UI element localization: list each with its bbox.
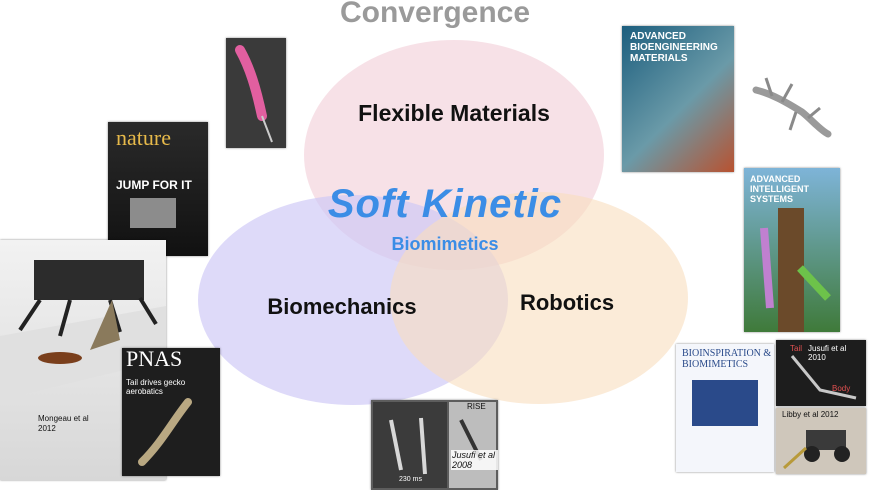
jusufi-2008-photo: RISE 230 ms Jusufi et al 2008	[371, 400, 498, 490]
nature-logo: nature	[116, 125, 171, 150]
jusufi-2008-caption: Jusufi et al 2008	[451, 450, 498, 470]
body-caption: Body	[832, 384, 851, 393]
gecko-robot-icon	[752, 72, 832, 138]
gecko-sequence-icon	[373, 402, 496, 488]
soft-robot-photo	[226, 38, 286, 148]
jusufi-2010-photo: Jusufi et al 2010 Tail Body	[776, 340, 866, 406]
tail-robot-icon	[790, 355, 857, 400]
advanced-intelligent-systems-cover: ADVANCED INTELLIGENT SYSTEMS	[744, 168, 840, 332]
libby-2012-photo: Libby et al 2012	[776, 408, 866, 474]
time-caption: 230 ms	[399, 476, 422, 483]
center-subtitle: Biomimetics	[391, 234, 499, 254]
flexible-materials-label: Flexible Materials	[358, 100, 550, 126]
robotics-label: Robotics	[519, 290, 615, 315]
rise-caption: RISE	[467, 402, 486, 411]
tailed-car-icon	[782, 430, 850, 470]
biomechanics-label: Biomechanics	[267, 294, 417, 319]
advanced-materials-cover: ADVANCED BIOENGINEERING MATERIALS	[622, 26, 734, 172]
robotics-circle	[390, 192, 688, 404]
soft-robot-icon	[235, 45, 273, 143]
jusufi-2010-caption: Jusufi et al 2010	[808, 344, 847, 362]
tree-gecko-icon	[760, 208, 831, 332]
abm-title: ADVANCED BIOENGINEERING MATERIALS	[630, 31, 718, 64]
legged-robot-icon	[0, 260, 166, 400]
gecko-icon	[138, 398, 192, 466]
nature-headline: JUMP FOR IT	[116, 178, 192, 192]
pnas-cover: PNAS Tail drives gecko aerobatics	[122, 348, 220, 476]
nature-box-image	[130, 198, 176, 228]
bioinspiration-biomimetics-cover: BIOINSPIRATION & BIOMIMETICS	[676, 344, 774, 472]
libby-2012-caption: Libby et al 2012	[782, 410, 839, 419]
nature-cover: nature JUMP FOR IT	[108, 122, 208, 256]
tail-caption: Tail	[790, 344, 803, 353]
mongeau-caption: Mongeau et al 2012	[38, 414, 89, 433]
diagram-title: Convergence	[339, 0, 531, 29]
center-title: Soft Kinetic	[327, 182, 563, 226]
ais-title: ADVANCED INTELLIGENT SYSTEMS	[750, 174, 809, 204]
pnas-headline: Tail drives gecko aerobatics	[126, 378, 186, 396]
pnas-logo: PNAS	[126, 348, 183, 371]
bnb-title: BIOINSPIRATION & BIOMIMETICS	[682, 348, 772, 370]
bnb-figure	[692, 380, 758, 426]
